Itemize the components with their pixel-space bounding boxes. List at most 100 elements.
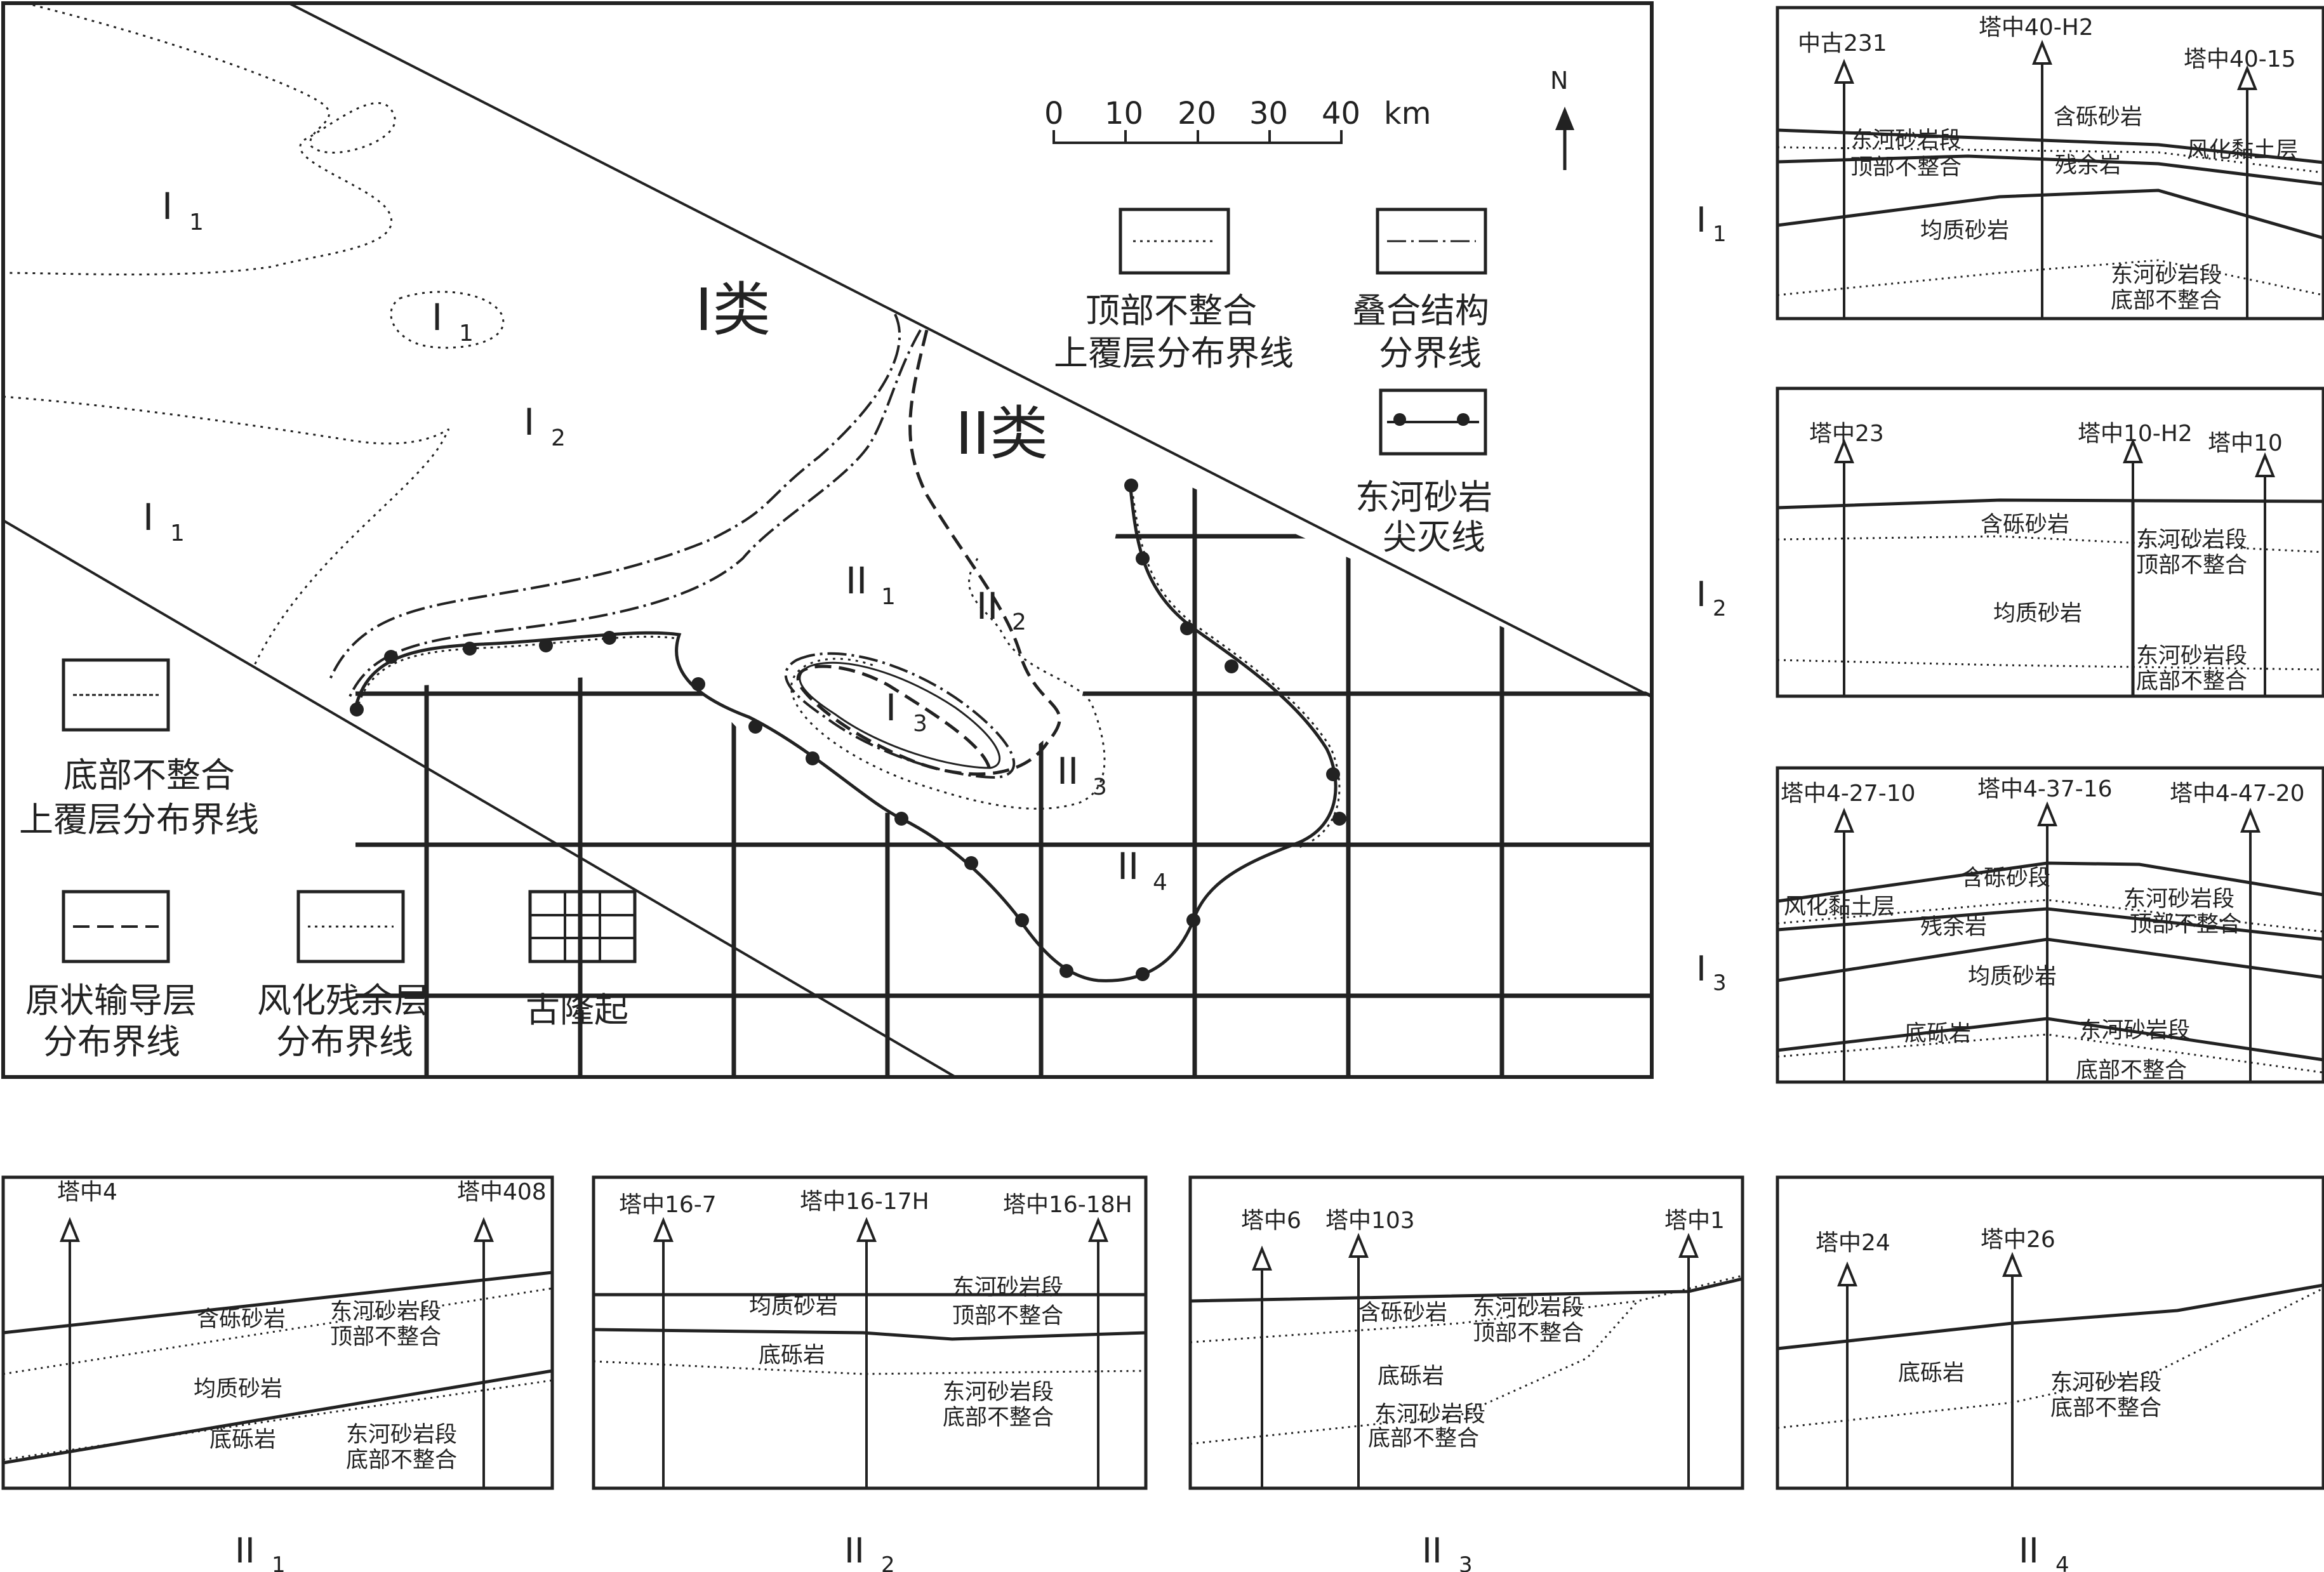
- svg-text:II: II: [1117, 845, 1139, 888]
- layer-boundary: [1777, 128, 2324, 164]
- well-label: 塔中4-37-16: [1977, 776, 2113, 802]
- pinchout-dots: [350, 479, 1346, 981]
- layer-boundary: [1777, 188, 2324, 240]
- well-arrow-icon: [1834, 58, 1854, 84]
- I3-lens-inner: [799, 661, 1001, 769]
- svg-text:古隆起: 古隆起: [526, 990, 628, 1030]
- layer-boundary: [593, 1328, 1146, 1341]
- well-label: 塔中4: [57, 1179, 117, 1205]
- weathered-boundary-island: [390, 291, 505, 349]
- well-arrow-icon: [2037, 801, 2057, 826]
- stack-structure-boundary-inner: [348, 329, 922, 699]
- layer-label: 含砾砂岩: [1981, 512, 2069, 538]
- svg-text:叠合结构: 叠合结构: [1352, 291, 1489, 331]
- well-arrow-icon: [1678, 1232, 1699, 1258]
- well-label: 塔中10-H2: [2078, 421, 2193, 447]
- layer-label: 底部不整合: [943, 1405, 1054, 1430]
- stack-structure-boundary: [329, 314, 901, 680]
- layer-label: 顶部不整合: [1850, 155, 1962, 180]
- unconformity-line: [1777, 259, 2324, 296]
- unconformity-line: [1777, 899, 2324, 933]
- layer-label: 东河砂岩段: [1374, 1402, 1485, 1427]
- section-frame: [1776, 1175, 2324, 1490]
- layer-boundary: [3, 1271, 553, 1335]
- layer-label: 含砾砂岩: [2054, 105, 2142, 130]
- well-arrow-icon: [1088, 1217, 1108, 1242]
- layer-label: 底部不整合: [2111, 288, 2222, 314]
- well-label: 塔中1: [1664, 1208, 1725, 1234]
- well-arrow-icon: [2002, 1252, 2022, 1277]
- map-frame: [1, 1, 1654, 1079]
- layer-label: 底砾岩: [759, 1343, 825, 1368]
- lower-diagonal-boundary: [2, 519, 957, 1078]
- well-label: 塔中10: [2208, 430, 2283, 456]
- legend: 顶部不整合 上覆层分布界线 叠合结构 分界线 东河砂岩 尖灭线 底部不整合 上覆…: [19, 208, 1492, 1062]
- weathered-residual-boundary: [790, 558, 1106, 810]
- layer-boundary: [1777, 1017, 2324, 1062]
- svg-text:II: II: [2019, 1531, 2039, 1571]
- svg-text:3: 3: [1092, 774, 1107, 800]
- layer-label: 东河砂岩段: [952, 1275, 1063, 1300]
- well-label: 塔中40-H2: [1979, 15, 2094, 41]
- svg-text:4: 4: [1153, 869, 1167, 895]
- svg-text:0: 0: [1044, 96, 1064, 131]
- north-label: N: [1550, 67, 1568, 95]
- svg-text:II: II: [846, 559, 867, 602]
- well-label: 塔中6: [1241, 1208, 1301, 1234]
- cross-sections: 中古231塔中40-H2塔中40-15含砾砂岩东河砂岩段顶部不整合残余岩风化黏土…: [1, 6, 2324, 1490]
- well-label: 塔中23: [1809, 421, 1884, 447]
- layer-label: 顶部不整合: [2130, 912, 2241, 937]
- layer-boundary: [1190, 1277, 1743, 1303]
- svg-text:1: 1: [1713, 221, 1727, 247]
- layer-label: 东河砂岩段: [2136, 527, 2247, 553]
- svg-text:2: 2: [1713, 596, 1727, 621]
- layer-label: 均质砂岩: [1968, 964, 2057, 989]
- weathered-boundary-middle: [3, 395, 450, 667]
- well-label: 塔中40-15: [2184, 46, 2296, 72]
- svg-text:II: II: [1422, 1531, 1442, 1571]
- well-label: 塔中16-17H: [800, 1189, 929, 1215]
- well-label: 塔中24: [1816, 1230, 1890, 1256]
- layer-label: 底砾岩: [1898, 1361, 1965, 1386]
- svg-text:II: II: [235, 1531, 255, 1571]
- layer-label: 东河砂岩段: [2136, 644, 2247, 669]
- svg-text:1: 1: [881, 584, 896, 610]
- svg-text:尖灭线: 尖灭线: [1383, 517, 1485, 557]
- layer-label: 东河砂岩段: [1850, 128, 1962, 153]
- svg-text:分布界线: 分布界线: [276, 1022, 413, 1062]
- svg-text:1: 1: [459, 320, 474, 347]
- layer-label: 风化黏土层: [2187, 138, 2298, 163]
- well-arrow-icon: [1252, 1245, 1272, 1271]
- dongh-sandstone-pinchout: [354, 482, 1338, 982]
- layer-label: 残余岩: [1920, 915, 1987, 940]
- svg-text:I: I: [1696, 574, 1706, 614]
- svg-text:2: 2: [551, 425, 566, 451]
- well-arrow-icon: [2123, 438, 2143, 463]
- upper-diagonal-boundary: [288, 2, 1652, 698]
- svg-text:30: 30: [1249, 96, 1288, 131]
- layer-label: 底砾岩: [1904, 1021, 1971, 1047]
- svg-text:3: 3: [1459, 1552, 1473, 1572]
- unconformity-line: [1777, 659, 2324, 671]
- svg-text:顶部不整合: 顶部不整合: [1086, 291, 1257, 331]
- svg-text:1: 1: [272, 1552, 286, 1572]
- svg-text:I: I: [162, 185, 173, 228]
- svg-text:分界线: 分界线: [1379, 333, 1482, 373]
- layer-label: 风化黏土层: [1784, 894, 1895, 920]
- svg-text:1: 1: [189, 209, 204, 235]
- svg-text:I: I: [1696, 949, 1706, 989]
- unconformity-line: [1777, 146, 2324, 174]
- layer-label: 底部不整合: [1368, 1426, 1479, 1451]
- unconformity-line: [593, 1360, 1146, 1375]
- section-frame: [1776, 386, 2324, 698]
- layer-label: 底砾岩: [1378, 1364, 1444, 1389]
- layer-boundary: [1777, 861, 2324, 903]
- well-arrow-icon: [2032, 39, 2052, 65]
